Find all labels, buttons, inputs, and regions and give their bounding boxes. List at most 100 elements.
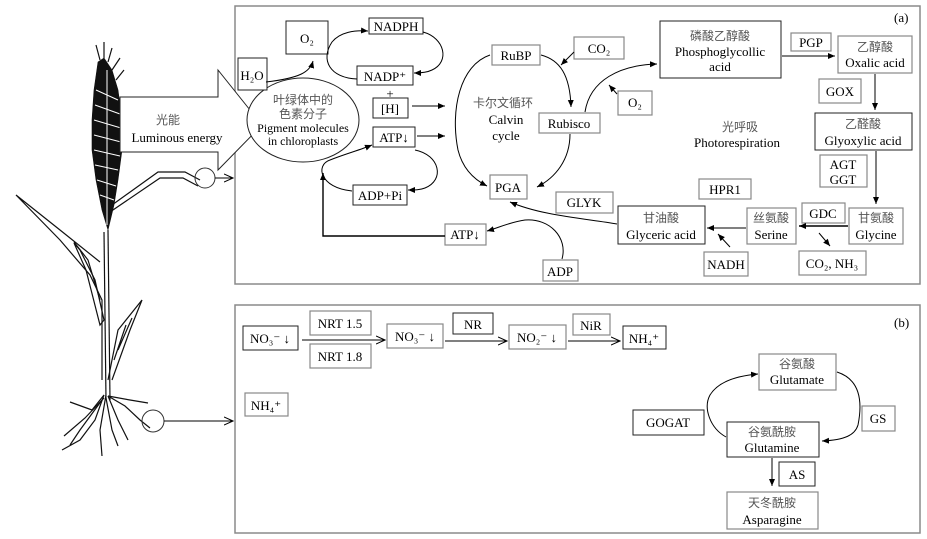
agt-ggt-box: AGT GGT (819, 154, 868, 188)
serine-box: 丝氨酸 Serine (746, 207, 797, 245)
svg-text:NO₃⁻ ↓: NO₃⁻ ↓ (250, 331, 290, 346)
adp-to-atp-arrow (486, 219, 564, 260)
rubisco-to-phosphoglycollic-arrow (584, 61, 658, 113)
svg-text:Rubisco: Rubisco (548, 116, 591, 131)
glyoxylic-acid-box: 乙醛酸 Glyoxylic acid (814, 112, 913, 151)
rubisco-to-pga-arrow (536, 133, 571, 188)
svg-text:H₂O: H₂O (240, 68, 263, 83)
calvin-en-2: cycle (492, 128, 520, 143)
svg-text:HPR1: HPR1 (709, 182, 741, 197)
nr-box: NR (452, 312, 494, 335)
svg-text:Glyoxylic acid: Glyoxylic acid (825, 133, 902, 148)
photorespiration-zh: 光呼吸 (722, 120, 758, 134)
luminous-energy-arrow: 光能 Luminous energy (119, 68, 263, 172)
glutamine-box: 谷氨酰胺 Glutamine (726, 421, 820, 458)
no3-box-1: NO₃⁻ ↓ (242, 325, 299, 351)
svg-text:NO₂⁻ ↓: NO₂⁻ ↓ (517, 330, 557, 345)
rubisco-box: Rubisco (538, 112, 601, 134)
svg-text:CO₂, NH₃: CO₂, NH₃ (806, 256, 858, 271)
h2o-to-o2-arrow (265, 60, 315, 83)
glyk-box: GLYK (555, 191, 614, 214)
svg-text:[H]: [H] (381, 101, 399, 116)
svg-text:PGA: PGA (495, 180, 522, 195)
as-box: AS (778, 461, 816, 487)
o2-box-mid: O₂ (617, 90, 653, 116)
gdc-box: GDC (801, 202, 846, 224)
svg-text:Asparagine: Asparagine (742, 512, 801, 527)
svg-text:in chloroplasts: in chloroplasts (268, 134, 339, 148)
svg-text:GGT: GGT (830, 172, 857, 187)
asparagine-box: 天冬酰胺 Asparagine (726, 491, 819, 530)
nadph-to-nadp-arrow (413, 31, 444, 76)
glycine-box: 甘氨酸 Glycine (848, 207, 904, 245)
gox-box: GOX (818, 78, 862, 104)
o2-to-rubisco-arrow (608, 84, 618, 95)
nh4-box-1: NH₄⁺ (622, 325, 667, 350)
gogat-box: GOGAT (632, 409, 705, 436)
svg-text:Oxalic acid: Oxalic acid (845, 55, 905, 70)
atp-box-2: ATP↓ (444, 223, 487, 246)
roots (61, 394, 151, 457)
atp-to-adp-pi-arrow (407, 149, 438, 193)
svg-text:NH₄⁺: NH₄⁺ (629, 331, 659, 346)
svg-text:卡尔文循环: 卡尔文循环 (473, 95, 533, 110)
svg-text:NADPH: NADPH (374, 19, 419, 34)
svg-text:GDC: GDC (809, 206, 836, 221)
svg-text:AS: AS (789, 467, 806, 482)
svg-text:丝氨酸: 丝氨酸 (753, 210, 789, 225)
pga-box: PGA (489, 174, 528, 200)
svg-text:GOX: GOX (826, 84, 855, 99)
svg-text:Glutamine: Glutamine (745, 440, 800, 455)
no3-box-2: NO₃⁻ ↓ (386, 323, 444, 349)
oxalic-acid-box: 乙醇酸 Oxalic acid (837, 35, 913, 74)
calvin-cycle-label: 卡尔文循环 (473, 95, 533, 110)
svg-text:Glutamate: Glutamate (770, 372, 824, 387)
atp-box-1: ATP↓ (372, 126, 416, 148)
svg-text:PGP: PGP (799, 35, 823, 50)
svg-text:GOGAT: GOGAT (646, 415, 690, 430)
pgp-box: PGP (790, 32, 832, 52)
svg-text:NRT 1.5: NRT 1.5 (318, 316, 362, 331)
svg-text:GS: GS (870, 411, 887, 426)
atp-return-line (320, 173, 445, 237)
svg-text:NO₃⁻ ↓: NO₃⁻ ↓ (395, 329, 435, 344)
svg-text:Pigment molecules: Pigment molecules (257, 121, 349, 135)
nadp-to-nadph-arrow (326, 27, 369, 80)
glyceric-to-pga-arrow (509, 201, 618, 225)
svg-text:甘氨酸: 甘氨酸 (858, 210, 894, 225)
nir-box: NiR (572, 313, 611, 336)
plus-sign: + (386, 86, 393, 101)
rubp-box: RuBP (491, 44, 541, 66)
h2o-box: H₂O (237, 57, 268, 91)
svg-text:O₂: O₂ (628, 95, 642, 110)
svg-text:叶绿体中的: 叶绿体中的 (273, 92, 333, 107)
luminous-energy-en: Luminous energy (131, 130, 223, 145)
svg-text:乙醛酸: 乙醛酸 (845, 116, 881, 131)
leaf-zoom-circle (194, 167, 216, 189)
svg-text:NiR: NiR (580, 318, 602, 333)
svg-text:谷氨酰胺: 谷氨酰胺 (748, 425, 796, 439)
nadh-box: NADH (703, 251, 749, 277)
glutamate-box: 谷氨酸 Glutamate (758, 353, 837, 391)
photorespiration-en: Photorespiration (694, 135, 780, 150)
svg-text:acid: acid (709, 59, 731, 74)
svg-text:Glycine: Glycine (855, 227, 896, 242)
adp-pi-box: ADP+Pi (352, 184, 408, 206)
svg-text:NADH: NADH (707, 257, 745, 272)
no2-box: NO₂⁻ ↓ (508, 324, 567, 350)
luminous-energy-zh: 光能 (156, 113, 180, 127)
o2-box-top: O₂ (285, 20, 329, 55)
svg-text:CO₂: CO₂ (588, 41, 611, 56)
phosphoglycollic-acid-box: 磷酸乙醇酸 Phosphoglycollic acid (659, 20, 782, 79)
h-box: [H] (372, 97, 409, 119)
svg-text:ATP↓: ATP↓ (450, 227, 480, 242)
svg-text:谷氨酸: 谷氨酸 (779, 356, 815, 371)
glyceric-acid-box: 甘油酸 Glyceric acid (617, 205, 706, 245)
svg-text:Phosphoglycollic: Phosphoglycollic (675, 44, 766, 59)
svg-text:磷酸乙醇酸: 磷酸乙醇酸 (690, 28, 750, 43)
svg-text:AGT: AGT (830, 157, 857, 172)
svg-text:NRT 1.8: NRT 1.8 (318, 349, 362, 364)
svg-text:Serine: Serine (754, 227, 787, 242)
nadp-box: NADP⁺ (356, 65, 414, 86)
